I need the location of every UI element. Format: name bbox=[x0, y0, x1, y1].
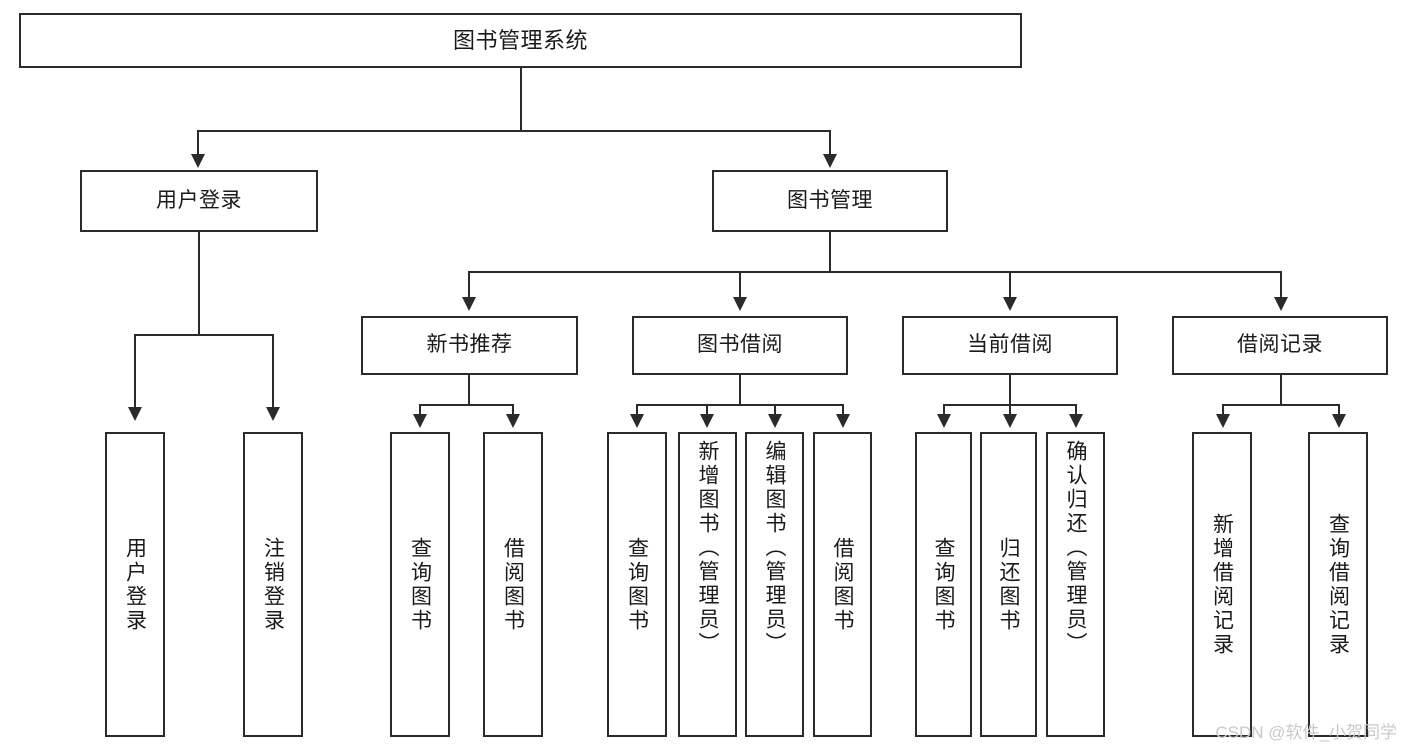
leaf-book-borrow-edit-book-admin[interactable]: 编辑图书（管理员） bbox=[745, 432, 804, 737]
node-label: 新增图书（管理员） bbox=[696, 440, 719, 656]
connector-bb-drop-2 bbox=[706, 404, 708, 416]
connector-bm-drop-2 bbox=[739, 271, 741, 299]
leaf-current-borrow-confirm-return-admin[interactable]: 确认归还（管理员） bbox=[1046, 432, 1105, 737]
node-book-borrow[interactable]: 图书借阅 bbox=[632, 316, 848, 375]
arrowhead-root-to-user-login bbox=[191, 154, 205, 168]
connector-new-book-stem bbox=[468, 375, 470, 405]
connector-br-drop-2 bbox=[1338, 404, 1340, 416]
connector-borrow-record-stem bbox=[1280, 375, 1282, 405]
node-root-book-management-system[interactable]: 图书管理系统 bbox=[19, 13, 1022, 68]
leaf-user-login-logout[interactable]: 注销登录 bbox=[243, 432, 303, 737]
arrowhead-bb-leaf-4 bbox=[836, 414, 850, 428]
node-label: 图书借阅 bbox=[697, 333, 783, 357]
leaf-borrow-record-query-record[interactable]: 查询借阅记录 bbox=[1308, 432, 1368, 737]
watermark-text: CSDN @软件_小贺同学 bbox=[1215, 723, 1397, 742]
node-label: 新增借阅记录 bbox=[1210, 512, 1234, 657]
connector-book-management-stem bbox=[829, 232, 831, 272]
node-current-borrow[interactable]: 当前借阅 bbox=[902, 316, 1118, 375]
arrowhead-bb-leaf-3 bbox=[768, 414, 782, 428]
node-borrow-record[interactable]: 借阅记录 bbox=[1172, 316, 1388, 375]
connector-bm-drop-1 bbox=[468, 271, 470, 299]
leaf-current-borrow-query-book[interactable]: 查询图书 bbox=[915, 432, 972, 737]
node-label: 新书推荐 bbox=[426, 333, 513, 357]
connector-bm-drop-4 bbox=[1280, 271, 1282, 299]
connector-user-login-drop-2 bbox=[272, 334, 274, 409]
arrowhead-root-to-book-management bbox=[823, 154, 837, 168]
leaf-book-borrow-add-book-admin[interactable]: 新增图书（管理员） bbox=[678, 432, 737, 737]
connector-book-borrow-bus bbox=[636, 404, 844, 406]
arrowhead-bb-leaf-1 bbox=[630, 414, 644, 428]
arrowhead-nb-leaf-2 bbox=[506, 414, 520, 428]
connector-nb-drop-2 bbox=[512, 404, 514, 416]
arrowhead-br-leaf-2 bbox=[1332, 414, 1346, 428]
node-label: 归还图书 bbox=[997, 536, 1020, 633]
node-label: 查询图书 bbox=[932, 536, 955, 633]
node-label: 查询借阅记录 bbox=[1326, 512, 1350, 657]
arrowhead-bm-to-borrow-record bbox=[1274, 297, 1288, 311]
leaf-borrow-record-add-record[interactable]: 新增借阅记录 bbox=[1192, 432, 1252, 737]
connector-bb-drop-3 bbox=[774, 404, 776, 416]
node-label: 借阅记录 bbox=[1237, 333, 1323, 357]
arrowhead-nb-leaf-1 bbox=[413, 414, 427, 428]
connector-bb-drop-4 bbox=[842, 404, 844, 416]
connector-book-borrow-stem bbox=[739, 375, 741, 405]
leaf-new-book-borrow-book[interactable]: 借阅图书 bbox=[483, 432, 543, 737]
node-label: 确认归还（管理员） bbox=[1064, 440, 1087, 656]
leaf-book-borrow-borrow-book[interactable]: 借阅图书 bbox=[813, 432, 872, 737]
connector-nb-drop-1 bbox=[419, 404, 421, 416]
node-new-book-recommend[interactable]: 新书推荐 bbox=[361, 316, 578, 375]
connector-cb-drop-1 bbox=[943, 404, 945, 416]
arrowhead-cb-leaf-3 bbox=[1069, 414, 1083, 428]
node-label: 查询图书 bbox=[408, 536, 432, 633]
connector-root-bus bbox=[197, 130, 831, 132]
connector-book-management-bus bbox=[468, 271, 1280, 273]
node-label: 图书管理系统 bbox=[452, 27, 588, 53]
node-label: 借阅图书 bbox=[831, 536, 854, 633]
connector-borrow-record-bus bbox=[1222, 404, 1338, 406]
node-label: 注销登录 bbox=[261, 536, 285, 633]
connector-br-drop-1 bbox=[1222, 404, 1224, 416]
connector-user-login-bus bbox=[134, 334, 272, 336]
node-label: 查询图书 bbox=[625, 536, 649, 633]
arrowhead-cb-leaf-2 bbox=[1003, 414, 1017, 428]
leaf-book-borrow-query-book[interactable]: 查询图书 bbox=[607, 432, 667, 737]
node-label: 编辑图书（管理员） bbox=[763, 440, 786, 656]
connector-bb-drop-1 bbox=[636, 404, 638, 416]
node-user-login[interactable]: 用户登录 bbox=[80, 170, 318, 232]
arrowhead-bb-leaf-2 bbox=[700, 414, 714, 428]
arrowhead-bm-to-new-book bbox=[462, 297, 476, 311]
arrowhead-user-login-leaf-1 bbox=[128, 407, 142, 421]
connector-root-drop-left bbox=[197, 130, 199, 156]
node-label: 用户登录 bbox=[156, 188, 242, 212]
arrowhead-br-leaf-1 bbox=[1216, 414, 1230, 428]
node-book-management[interactable]: 图书管理 bbox=[712, 170, 948, 232]
node-label: 图书管理 bbox=[787, 188, 873, 212]
connector-root-stem bbox=[520, 68, 522, 131]
connector-bm-drop-3 bbox=[1009, 271, 1011, 299]
arrowhead-bm-to-current-borrow bbox=[1003, 297, 1017, 311]
connector-new-book-bus bbox=[419, 404, 514, 406]
arrowhead-bm-to-book-borrow bbox=[733, 297, 747, 311]
node-label: 借阅图书 bbox=[501, 536, 525, 633]
connector-current-borrow-stem bbox=[1009, 375, 1011, 405]
connector-root-drop-right bbox=[829, 130, 831, 156]
arrowhead-cb-leaf-1 bbox=[937, 414, 951, 428]
connector-user-login-stem bbox=[198, 232, 200, 335]
connector-cb-drop-2 bbox=[1009, 404, 1011, 416]
connector-user-login-drop-1 bbox=[134, 334, 136, 409]
node-label: 当前借阅 bbox=[967, 333, 1053, 357]
node-label: 用户登录 bbox=[123, 536, 147, 633]
connector-cb-drop-3 bbox=[1075, 404, 1077, 416]
leaf-current-borrow-return-book[interactable]: 归还图书 bbox=[980, 432, 1037, 737]
leaf-new-book-query-book[interactable]: 查询图书 bbox=[390, 432, 450, 737]
leaf-user-login-login[interactable]: 用户登录 bbox=[105, 432, 165, 737]
arrowhead-user-login-leaf-2 bbox=[266, 407, 280, 421]
